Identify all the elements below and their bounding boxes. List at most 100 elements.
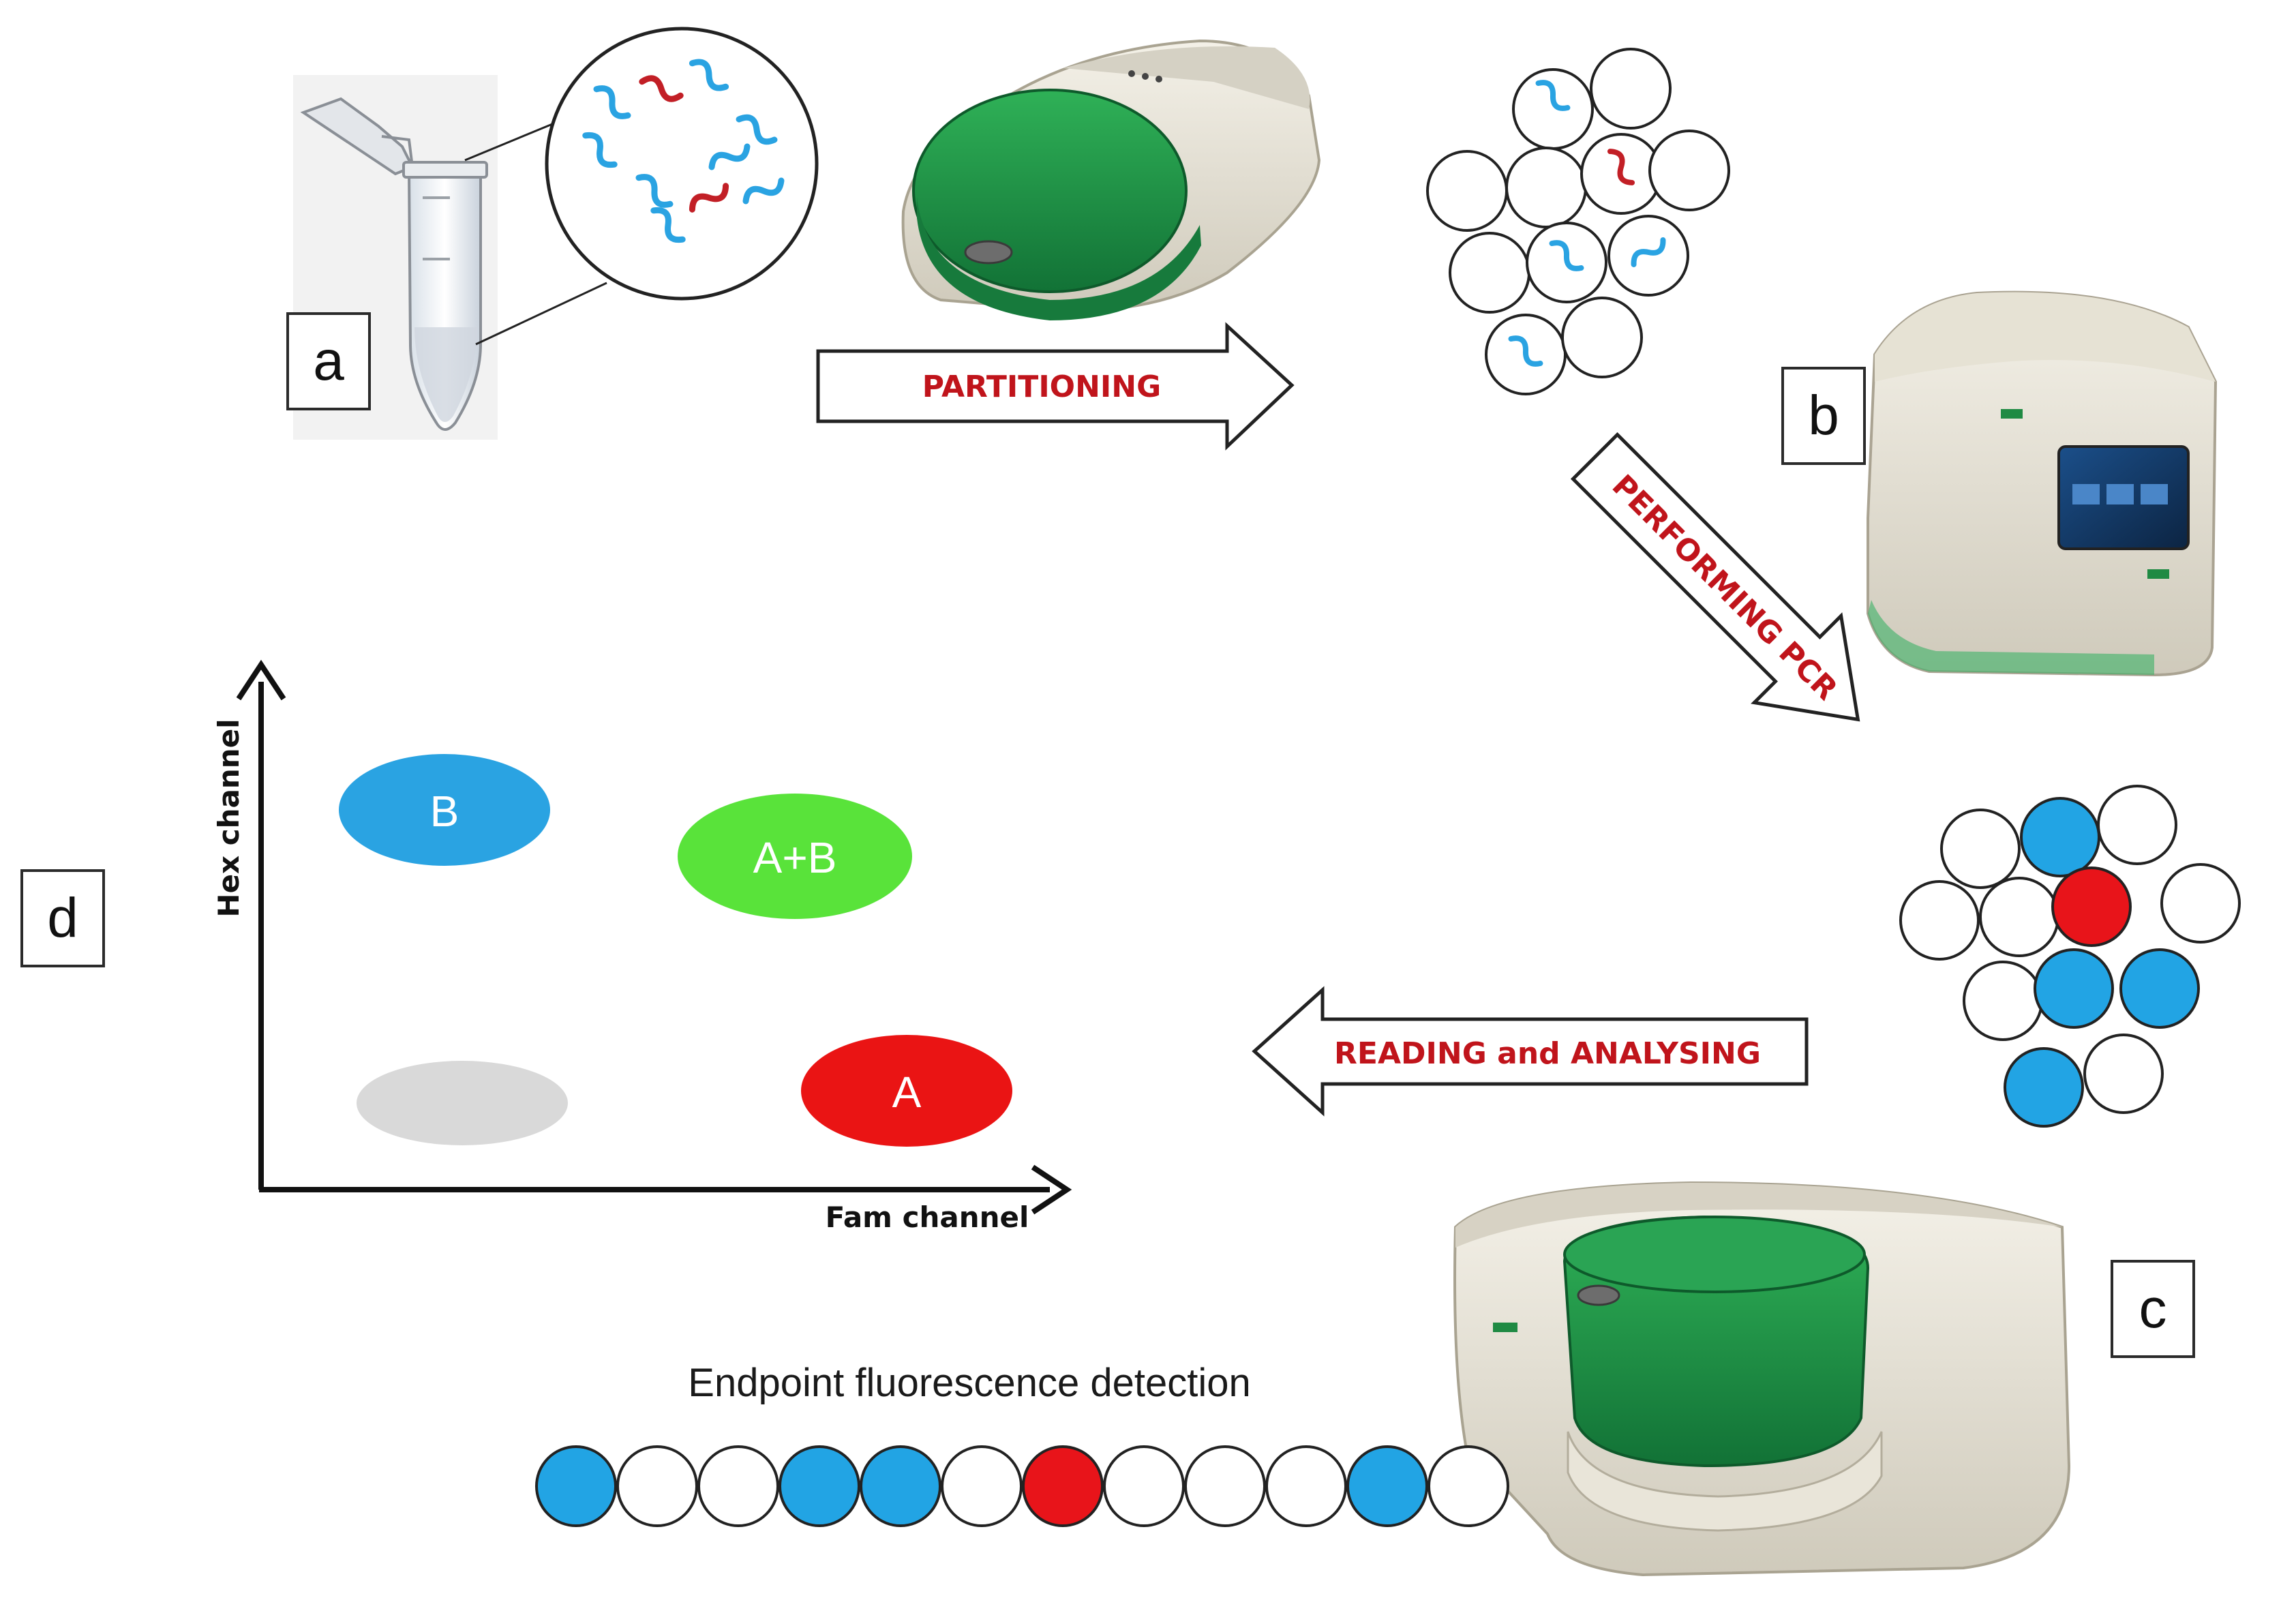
generator-button xyxy=(964,240,1013,265)
detection-droplet-negative xyxy=(616,1445,698,1527)
detection-droplet-negative xyxy=(1428,1445,1509,1527)
cluster-ab xyxy=(678,794,912,919)
y-axis-arrowhead xyxy=(236,659,286,701)
droplet-positive-b xyxy=(2034,948,2114,1029)
zoom-line xyxy=(475,282,607,346)
dna-strand-blue xyxy=(1549,240,1584,271)
tube-rim xyxy=(402,161,488,179)
droplet-positive-a xyxy=(2051,866,2132,947)
generator-green-lid xyxy=(912,89,1188,293)
dna-strand-blue xyxy=(1508,335,1543,367)
dna-strand-blue xyxy=(1535,80,1571,111)
detection-droplet-negative xyxy=(697,1445,779,1527)
dna-strand-blue xyxy=(650,207,686,243)
detection-droplet-row xyxy=(535,1445,1509,1527)
arrow-shape xyxy=(1252,986,1809,1117)
cycler-base-stripe xyxy=(1868,600,2154,675)
dna-strand-blue xyxy=(1631,237,1666,267)
droplet xyxy=(1426,150,1508,232)
detection-droplet-blue xyxy=(535,1445,617,1527)
droplet-positive-b xyxy=(2020,797,2100,877)
cycler-screen-tile xyxy=(2106,484,2134,504)
detection-droplet-negative xyxy=(941,1445,1023,1527)
dna-strand-blue xyxy=(593,85,631,119)
cluster-a-label: A xyxy=(892,1068,922,1117)
dna-strand-blue xyxy=(742,177,785,205)
cycler-badge xyxy=(2147,569,2169,579)
droplet-generator xyxy=(901,39,1321,320)
reader-top-vent xyxy=(1455,1183,2062,1248)
cycler-screen-tile xyxy=(2141,484,2168,504)
reader-logo xyxy=(1493,1323,1517,1332)
dna-strand-blue xyxy=(708,143,751,170)
y-axis-label: Hex channel xyxy=(212,719,245,917)
dna-strand-red xyxy=(639,75,684,102)
droplet xyxy=(2097,785,2177,865)
detection-droplet-negative xyxy=(1103,1445,1185,1527)
tube-sample-liquid xyxy=(414,327,477,422)
droplet xyxy=(1561,297,1643,378)
panel-label-b: b xyxy=(1781,367,1866,465)
panel-label-c: c xyxy=(2111,1260,2195,1358)
detection-droplet-red xyxy=(1022,1445,1104,1527)
droplet-positive-b xyxy=(2004,1047,2084,1128)
cycler-logo xyxy=(2001,409,2023,419)
partitioning-arrow: PARTITIONING xyxy=(816,322,1295,451)
droplet xyxy=(2083,1034,2164,1114)
cluster-ab-label: A+B xyxy=(753,833,837,882)
dna-strand-blue xyxy=(582,132,618,168)
droplet-cluster-plot: Fam channel Hex channel B A+B A xyxy=(212,659,1072,1234)
droplet xyxy=(1512,68,1594,150)
reader-button xyxy=(1577,1284,1620,1306)
generator-vent xyxy=(1063,46,1310,109)
dna-strand-red xyxy=(689,183,729,213)
generator-indicator xyxy=(1128,70,1135,77)
dna-strand-blue xyxy=(635,174,674,208)
detection-droplet-negative xyxy=(1184,1445,1266,1527)
droplet-reader xyxy=(1453,1181,2071,1577)
tube-lid xyxy=(300,97,414,176)
panel-label-d: d xyxy=(20,869,105,967)
sample-tube-group xyxy=(293,27,819,440)
cluster-negative xyxy=(357,1061,568,1145)
arrow-shape xyxy=(816,322,1295,451)
droplet xyxy=(1899,880,1980,961)
droplet xyxy=(1940,809,2021,889)
x-axis-arrowhead xyxy=(1031,1164,1072,1215)
droplet xyxy=(1505,147,1587,228)
arrow-shape xyxy=(1570,432,1860,722)
performing-pcr-label: PERFORMING PCR xyxy=(1605,468,1844,707)
detection-droplet-blue xyxy=(860,1445,941,1527)
cycler-screen-tile xyxy=(2072,484,2100,504)
droplet-dna xyxy=(1508,80,1666,367)
droplet xyxy=(1590,48,1672,130)
droplet xyxy=(1979,877,2059,957)
droplet-positive-b xyxy=(2119,948,2200,1029)
generator-lid-side xyxy=(917,198,1201,320)
detection-droplet-negative xyxy=(1265,1445,1347,1527)
dna-strand-red xyxy=(1607,149,1635,185)
dna-strands xyxy=(582,59,785,243)
cluster-a xyxy=(801,1035,1012,1147)
partitioning-label: PARTITIONING xyxy=(922,370,1161,404)
amplified-droplets xyxy=(1899,785,2241,1128)
cluster-b xyxy=(339,754,550,866)
cycler-lid xyxy=(1875,292,2216,382)
droplet xyxy=(1607,215,1689,297)
detection-caption: Endpoint fluorescence detection xyxy=(688,1361,1250,1405)
reader-drum-top xyxy=(1563,1216,1866,1293)
zoom-line xyxy=(464,121,556,162)
sample-zoom-circle xyxy=(545,27,819,301)
droplet xyxy=(1648,130,1730,211)
reading-label: READING and ANALYSING xyxy=(1334,1036,1761,1071)
reading-arrow: READING and ANALYSING xyxy=(1252,986,1809,1117)
partitioned-droplets xyxy=(1426,48,1730,395)
detection-droplet-blue xyxy=(1346,1445,1428,1527)
performing-pcr-arrow: PERFORMING PCR xyxy=(1570,432,1860,722)
reader-tray xyxy=(1567,1431,1883,1532)
dna-strand-blue xyxy=(689,59,729,91)
thermal-cycler xyxy=(1867,290,2218,677)
detection-droplet-blue xyxy=(779,1445,860,1527)
